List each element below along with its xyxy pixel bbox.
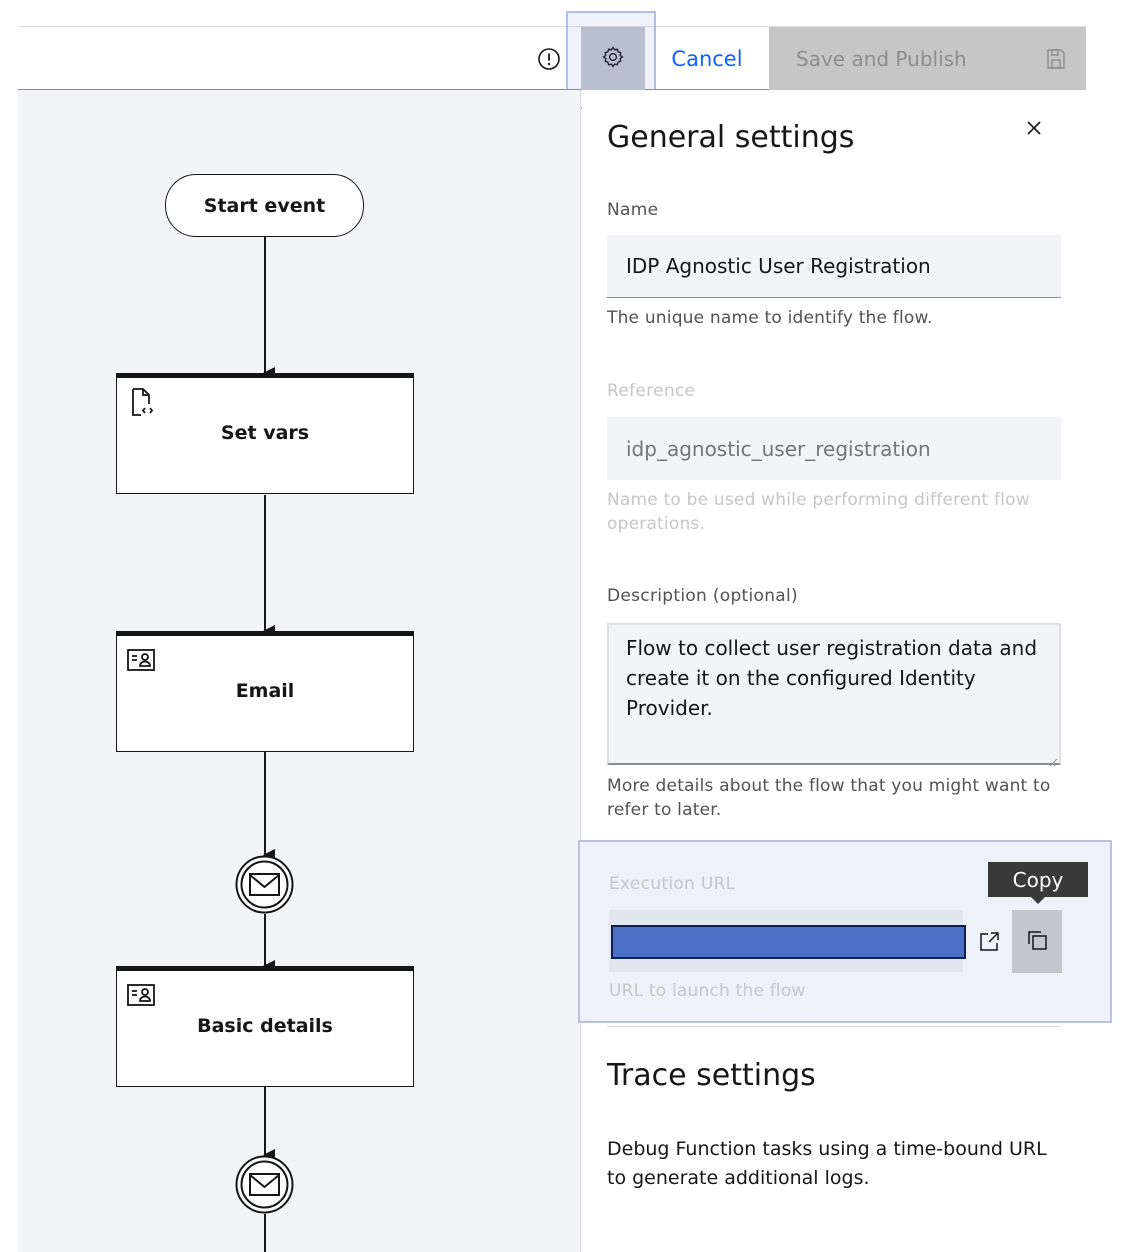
name-helper-text: The unique name to identify the flow. <box>607 308 933 328</box>
execution-url-label: Execution URL <box>609 874 736 894</box>
reference-helper-text: Name to be used while performing differe… <box>607 490 1030 534</box>
email-event-node[interactable] <box>235 1155 294 1214</box>
trace-settings-description: Debug Function tasks using a time-bound … <box>607 1138 1047 1189</box>
reference-label: Reference <box>607 381 696 401</box>
task-label: Basic details <box>197 1015 333 1037</box>
task-label: Email <box>235 680 295 702</box>
email-event-icon <box>235 855 294 914</box>
name-label: Name <box>607 200 659 220</box>
copy-tooltip: Copy <box>988 862 1088 897</box>
user-form-icon <box>125 979 157 1011</box>
execution-url-redacted-value <box>611 925 966 959</box>
gear-icon <box>601 45 625 73</box>
copy-button[interactable] <box>1012 910 1062 973</box>
launch-external-icon[interactable] <box>977 930 1001 954</box>
start-event-node[interactable]: Start event <box>165 174 364 237</box>
copy-icon <box>1025 928 1049 956</box>
description-textarea[interactable]: Flow to collect user registration data a… <box>607 623 1061 765</box>
panel-title: General settings <box>607 120 855 155</box>
email-event-node[interactable] <box>235 855 294 914</box>
trace-settings-title: Trace settings <box>607 1058 816 1093</box>
script-document-icon <box>125 386 157 418</box>
task-node-basic-details[interactable]: Basic details <box>116 966 414 1087</box>
cancel-button[interactable]: Cancel <box>645 27 769 90</box>
save-and-publish-button[interactable]: Save and Publish <box>769 27 1086 90</box>
reference-input <box>607 417 1061 480</box>
resize-handle-icon[interactable] <box>1048 752 1058 767</box>
save-and-publish-label: Save and Publish <box>796 46 967 71</box>
settings-button[interactable] <box>581 27 645 90</box>
general-settings-panel: General settings Name The unique name to… <box>578 90 1126 1252</box>
save-icon <box>1044 47 1068 71</box>
task-node-set-vars[interactable]: Set vars <box>116 373 414 494</box>
flow-canvas[interactable]: Start event Set vars Email Basic details <box>18 90 581 1252</box>
top-toolbar: Cancel Save and Publish <box>18 26 1086 90</box>
flow-connectors <box>263 237 275 1252</box>
description-helper-text: More details about the flow that you mig… <box>607 776 1051 820</box>
task-node-email[interactable]: Email <box>116 631 414 752</box>
execution-url-helper-text: URL to launch the flow <box>609 981 806 1001</box>
execution-url-section: Execution URL Copy URL to launch the flo… <box>578 840 1112 1023</box>
email-event-icon <box>235 1155 294 1214</box>
description-label: Description (optional) <box>607 586 798 606</box>
section-divider <box>607 1026 1061 1027</box>
name-input[interactable] <box>607 235 1061 298</box>
user-form-icon <box>125 644 157 676</box>
task-label: Set vars <box>220 422 310 444</box>
tooltip-caret <box>1031 897 1045 904</box>
warning-icon[interactable] <box>537 47 561 71</box>
close-icon[interactable] <box>1022 116 1046 140</box>
start-event-label: Start event <box>203 194 326 217</box>
